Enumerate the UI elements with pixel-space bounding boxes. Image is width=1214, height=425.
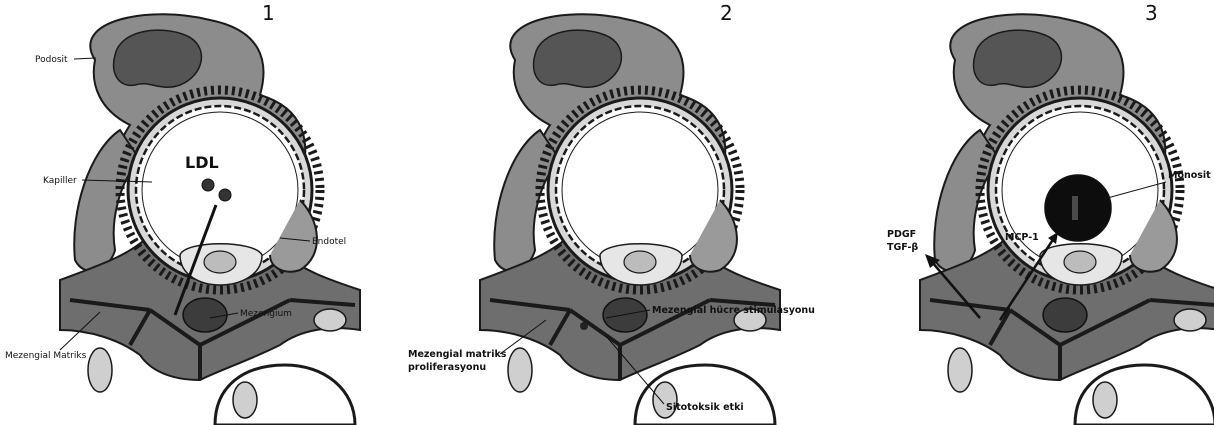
capillary-label: Kapiller [43,176,77,186]
panel-number-1: 1 [262,1,275,25]
ldl-label: LDL [185,153,219,172]
tgfb-label: TGF-β [887,242,918,253]
mcp1-label: MCP-1 [1005,232,1039,243]
panel-number-3: 3 [1145,1,1158,25]
ldl-particle [219,189,231,201]
panel-2: 2 Mezengial hücre stimulasyonu Mezengial… [408,1,815,425]
endothelium-label: Endotel [312,237,346,247]
mesangium-label: Mezengium [240,309,292,319]
pdgf-label: PDGF [887,229,916,240]
ldl-particle [202,179,214,191]
panel-3: 3 Monosit MCP-1 PDGF TGF-β [887,1,1214,425]
panel-number-2: 2 [720,1,733,25]
panel-1: 1 LDL Podosit Kapiller Endotel Mezengium… [5,1,360,425]
matrix-proliferation-label-line1: Mezengial matriks [408,349,507,360]
matrix-proliferation-label-line2: proliferasyonu [408,362,486,373]
cytotoxic-label: Sitotoksik etki [666,402,744,413]
mesangial-matrix-label: Mezengial Matriks [5,351,87,361]
monocyte-nucleus [1072,196,1078,220]
monocyte-label: Monosit [1168,170,1211,181]
stimulus-dot [580,322,588,330]
podocyte-label: Podosit [35,55,68,65]
stimulation-label: Mezengial hücre stimulasyonu [652,305,815,316]
